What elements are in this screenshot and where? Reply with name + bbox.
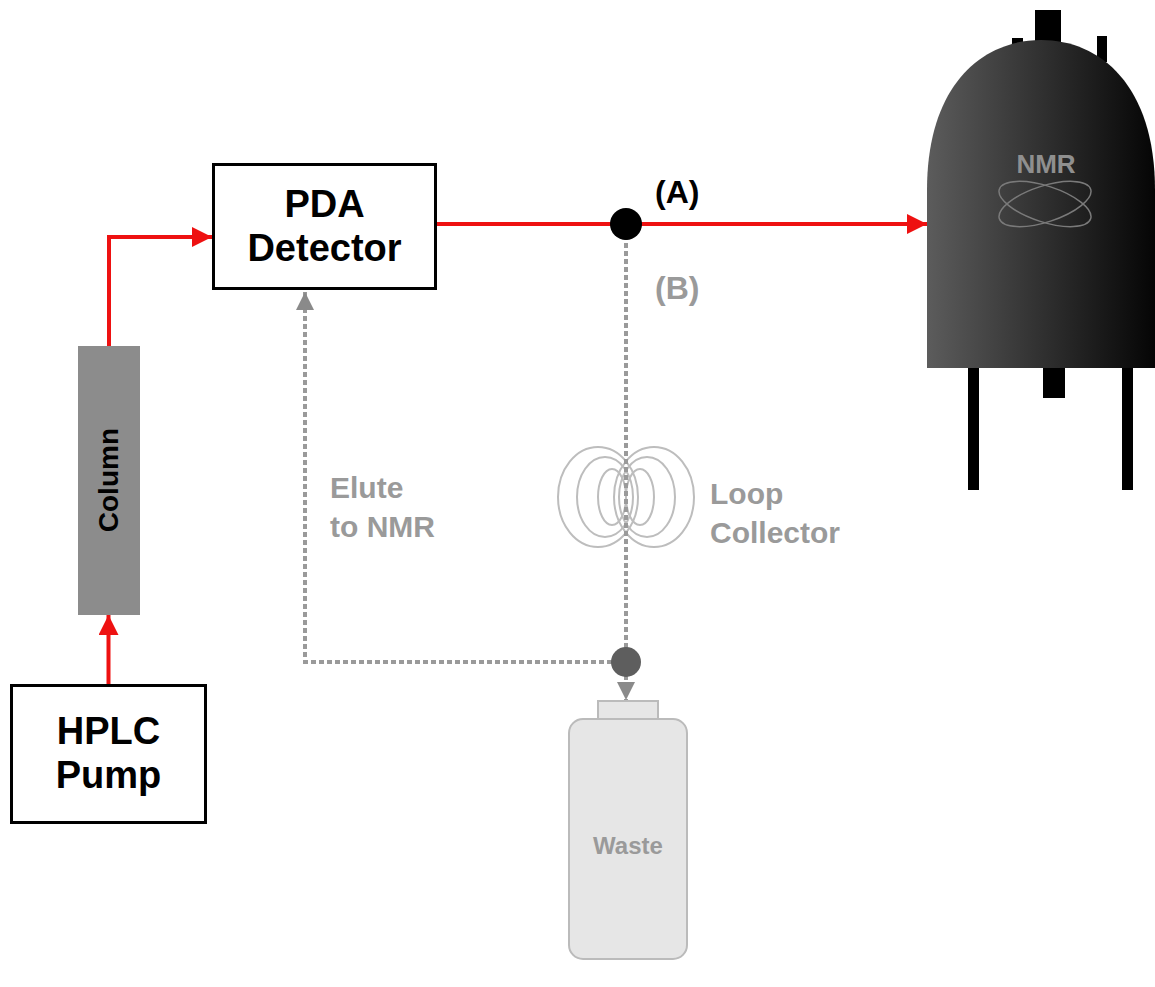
flow-connector	[109, 237, 212, 346]
node-text: Column	[93, 428, 125, 532]
path-label: Elute to NMR	[330, 468, 435, 546]
waste-bottle-outline	[568, 700, 688, 960]
callout-label: (B)	[655, 268, 745, 310]
nmr-magnet: NMR	[927, 40, 1155, 368]
bottle-cap	[598, 701, 658, 719]
elute-line	[305, 292, 612, 662]
junction-dot	[611, 647, 641, 677]
magnet-leg	[968, 360, 979, 490]
magnet-body	[927, 40, 1155, 368]
node-text: PDA Detector	[223, 183, 426, 270]
node-text: NMR	[1016, 150, 1075, 180]
flow-connector	[107, 615, 111, 684]
magnet-knob	[1035, 10, 1061, 42]
magnet-leg	[1122, 360, 1133, 490]
flow-connector	[437, 222, 927, 226]
junction-dot	[610, 208, 642, 240]
flow-connector	[437, 224, 626, 700]
pump-box: HPLC Pump	[10, 684, 207, 824]
detector-box: PDA Detector	[212, 163, 437, 290]
node-text: Waste	[593, 832, 663, 860]
waste-bottle: Waste	[568, 700, 688, 960]
nmr-magnet-outline	[927, 40, 1155, 368]
bottle-body	[569, 719, 687, 959]
part-label: Loop Collector	[710, 474, 870, 552]
node-text: HPLC Pump	[21, 710, 196, 797]
nmr-logo	[994, 172, 1096, 236]
callout-label: (A)	[655, 172, 745, 214]
column-bar: Column	[78, 346, 140, 615]
